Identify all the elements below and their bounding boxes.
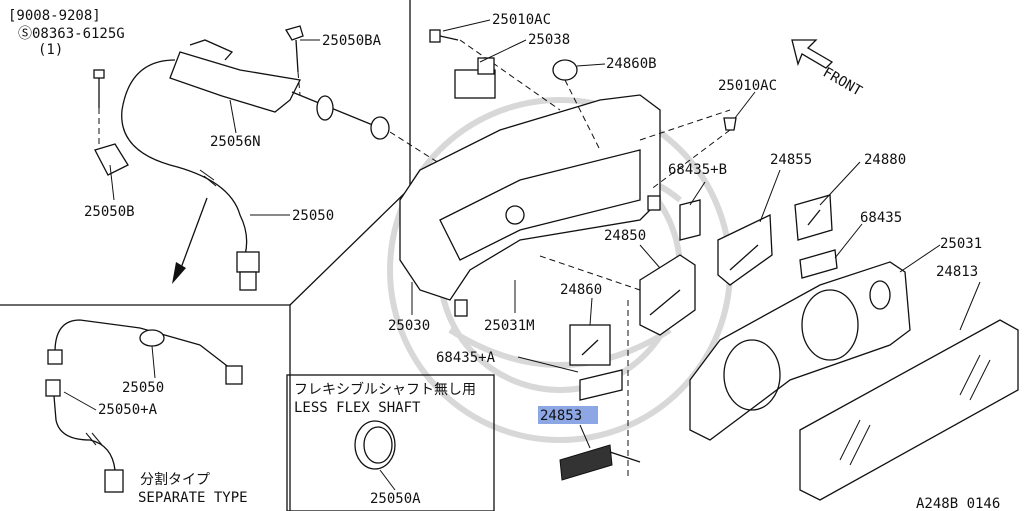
front-arrow bbox=[791, 39, 834, 69]
date-range-note: [9008-9208] bbox=[8, 8, 101, 24]
speedometer-cable-assembly bbox=[93, 25, 451, 291]
less-flex-en-note: LESS FLEX SHAFT bbox=[294, 400, 421, 416]
diagram-id: A248B 0146 bbox=[916, 496, 1000, 511]
label-68435[interactable]: 68435 bbox=[860, 210, 902, 226]
cluster-lid bbox=[689, 261, 911, 441]
label-25050A-separate[interactable]: 25050+A bbox=[98, 402, 158, 418]
label-24860[interactable]: 24860 bbox=[560, 282, 602, 298]
label-25030[interactable]: 25030 bbox=[388, 318, 430, 334]
separate-en-note: SEPARATE TYPE bbox=[138, 490, 248, 506]
label-25050BA[interactable]: 25050BA bbox=[322, 33, 382, 49]
label-25050B[interactable]: 25050B bbox=[84, 204, 135, 220]
highlight-box bbox=[538, 406, 598, 424]
label-25056N[interactable]: 25056N bbox=[210, 134, 261, 150]
label-24850[interactable]: 24850 bbox=[604, 228, 646, 244]
label-24853[interactable]: 24853 bbox=[540, 408, 582, 424]
grommet-25050A bbox=[354, 420, 396, 470]
bolt-qty-note: (1) bbox=[38, 42, 63, 58]
label-25010AC-top[interactable]: 25010AC bbox=[492, 12, 551, 28]
front-label: FRONT bbox=[820, 65, 865, 100]
label-25038[interactable]: 25038 bbox=[528, 32, 570, 48]
bolt-code-note: Ⓢ08363-6125G bbox=[18, 26, 125, 42]
label-25031[interactable]: 25031 bbox=[940, 236, 982, 252]
label-24880[interactable]: 24880 bbox=[864, 152, 906, 168]
label-24860B[interactable]: 24860B bbox=[606, 56, 657, 72]
panel-borders bbox=[0, 0, 495, 511]
label-68435A[interactable]: 68435+A bbox=[436, 350, 496, 366]
leader-lines bbox=[63, 19, 981, 491]
less-flex-jp-note: フレキシブルシャフト無し用 bbox=[294, 381, 476, 398]
label-25050A[interactable]: 25050A bbox=[370, 491, 421, 507]
label-25031M[interactable]: 25031M bbox=[484, 318, 535, 334]
top-small-parts bbox=[429, 29, 737, 191]
label-25010AC-right[interactable]: 25010AC bbox=[718, 78, 777, 94]
meter-case bbox=[399, 39, 731, 317]
cluster-glass bbox=[799, 319, 1019, 501]
label-25050[interactable]: 25050 bbox=[292, 208, 334, 224]
label-25050-separate[interactable]: 25050 bbox=[122, 380, 164, 396]
label-24855[interactable]: 24855 bbox=[770, 152, 812, 168]
separate-jp-note: 分割タイプ bbox=[140, 471, 210, 488]
separate-type-cable bbox=[45, 319, 243, 493]
label-24813[interactable]: 24813 bbox=[936, 264, 978, 280]
gauges bbox=[539, 194, 838, 481]
label-68435B[interactable]: 68435+B bbox=[668, 162, 727, 178]
